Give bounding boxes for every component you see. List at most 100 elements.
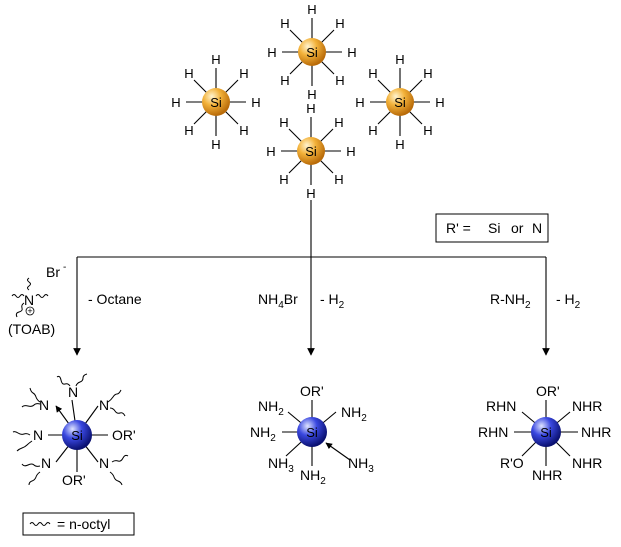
- n-atom: N: [99, 397, 109, 413]
- h-atom: H: [280, 16, 289, 31]
- or-prime-group: OR': [112, 427, 136, 443]
- nh4br-nh: NH: [258, 291, 278, 307]
- h-atom: H: [307, 87, 316, 102]
- h2-right: - H: [556, 291, 575, 307]
- h-atom: H: [423, 123, 432, 138]
- or-prime-group: OR': [62, 472, 86, 488]
- r-prime-or: or: [511, 220, 524, 236]
- n-atom: N: [39, 397, 49, 413]
- nh2-sub: 2: [361, 413, 367, 424]
- bromide-charge: -: [63, 262, 66, 273]
- si-label: Si: [306, 425, 318, 440]
- or-prime-group: OR': [300, 383, 324, 399]
- si-label: Si: [540, 425, 552, 440]
- wavy-bond-icon: [29, 522, 51, 526]
- n-atom: N: [68, 384, 78, 400]
- nh4br-sub: 4: [278, 300, 284, 311]
- nh3-group: NH: [348, 455, 368, 471]
- octane-condition: - Octane: [88, 291, 142, 307]
- svg-text:NH3: NH3: [268, 455, 294, 475]
- ammonium-bromide-reagent: NH4Br - H2: [258, 291, 345, 311]
- h-atom: H: [267, 45, 276, 60]
- h-atom: H: [335, 16, 344, 31]
- silane-molecule-bottom: Si H H H H H H H H: [266, 101, 355, 201]
- h-atom: H: [251, 95, 260, 110]
- h-atom: H: [184, 66, 193, 81]
- nhr-group: NHR: [572, 398, 602, 414]
- h-atom: H: [239, 123, 248, 138]
- svg-text:- H2: - H2: [556, 291, 581, 311]
- product-toab-si: Si N N N N N N OR' OR': [12, 373, 136, 488]
- r-prime-n: N: [532, 220, 542, 236]
- h-atom: H: [335, 73, 344, 88]
- nh2-group: NH: [300, 467, 320, 483]
- si-label: Si: [306, 45, 318, 60]
- nh2-sub: 2: [278, 407, 284, 418]
- h-atom: H: [395, 52, 404, 67]
- si-sphere: [297, 137, 325, 165]
- si-sphere: [298, 38, 326, 66]
- n-atom: N: [99, 455, 109, 471]
- nh3-sub: 3: [368, 464, 374, 475]
- nh3-sub: 3: [288, 464, 294, 475]
- h-atom: H: [347, 45, 356, 60]
- r-prime-o-group: R'O: [500, 455, 524, 471]
- svg-text:- H2: - H2: [320, 291, 345, 311]
- h-atom: H: [435, 95, 444, 110]
- svg-text:NH2: NH2: [341, 404, 367, 424]
- n-atom: N: [33, 427, 43, 443]
- h-atom: H: [184, 123, 193, 138]
- h-atom: H: [368, 66, 377, 81]
- n-atom: N: [41, 455, 51, 471]
- svg-text:NH2: NH2: [300, 467, 326, 487]
- ammonium-plus: +: [27, 306, 32, 316]
- h-atom: H: [279, 172, 288, 187]
- nh3-group: NH: [268, 455, 288, 471]
- rnh2-sub: 2: [525, 300, 531, 311]
- h2-middle: - H: [320, 291, 339, 307]
- si-sphere: [62, 420, 92, 450]
- h-atom: H: [355, 95, 364, 110]
- tetraoctylammonium-n: N: [24, 292, 34, 308]
- si-label: Si: [71, 428, 83, 443]
- octyl-legend: = n-octyl: [22, 512, 135, 536]
- silane-molecule-top: Si H H H H H H H H: [267, 2, 356, 102]
- nh2-group: NH: [341, 404, 361, 420]
- h-atom: H: [346, 144, 355, 159]
- amine-reagent: R-NH2 - H2: [490, 291, 581, 311]
- h-atom: H: [171, 95, 180, 110]
- svg-text:NH4Br: NH4Br: [258, 291, 298, 311]
- nh2-group: NH: [258, 398, 278, 414]
- octyl-label: = n-octyl: [57, 516, 110, 532]
- silane-molecule-right: Si H H H H H H H H: [355, 52, 444, 152]
- svg-text:NH3: NH3: [348, 455, 374, 475]
- product-ammonia-si: Si OR' NH2 NH2 NH2 NH3 NH3 NH2: [250, 383, 374, 487]
- h2-right-sub: 2: [575, 300, 581, 311]
- bromide-label: Br: [46, 264, 60, 280]
- nhr-group: NHR: [581, 424, 611, 440]
- rnh2-label: R-NH: [490, 291, 525, 307]
- si-sphere: [386, 88, 414, 116]
- h-atom: H: [306, 186, 315, 201]
- h-atom: H: [395, 137, 404, 152]
- si-label: Si: [210, 95, 222, 110]
- h-atom: H: [334, 172, 343, 187]
- nh2-sub: 2: [320, 476, 326, 487]
- silane-cluster: Si H H H H H H H H Si H H H H H: [171, 2, 444, 201]
- h-atom: H: [423, 66, 432, 81]
- h-atom: H: [266, 144, 275, 159]
- silane-molecule-left: Si H H H H H H H H: [171, 52, 260, 152]
- h-atom: H: [368, 123, 377, 138]
- h-atom: H: [334, 115, 343, 130]
- si-sphere: [202, 88, 230, 116]
- nh4br-br: Br: [284, 291, 298, 307]
- r-prime-legend: R' = Si or N: [435, 213, 549, 243]
- h-atom: H: [280, 73, 289, 88]
- r-prime-label: R' =: [446, 220, 471, 236]
- svg-text:NH2: NH2: [250, 424, 276, 444]
- h-atom: H: [239, 66, 248, 81]
- toab-reagent: N + Br - (TOAB) - Octane: [8, 262, 142, 337]
- nhr-group: NHR: [572, 455, 602, 471]
- rhn-group: RHN: [486, 398, 516, 414]
